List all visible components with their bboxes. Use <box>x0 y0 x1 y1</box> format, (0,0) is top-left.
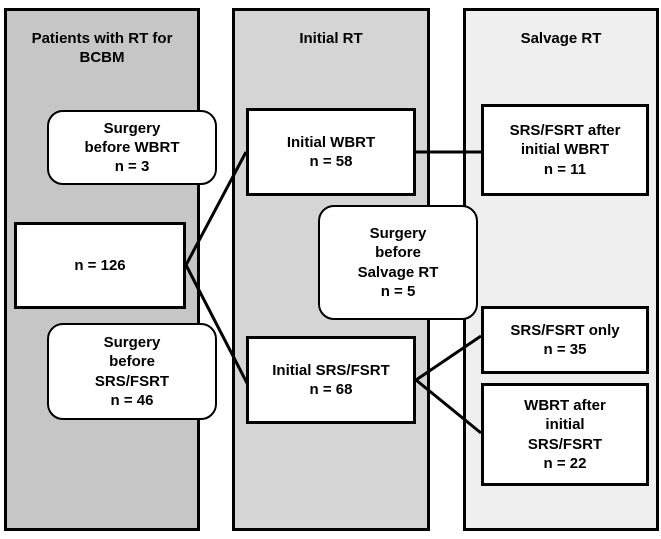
node-initial-wbrt[interactable]: Initial WBRT n = 58 <box>246 108 416 196</box>
node-srs-fsrt-only-text: SRS/FSRT only n = 35 <box>510 321 620 358</box>
node-surgery-before-salvage-rt[interactable]: Surgery before Salvage RT n = 5 <box>318 205 478 320</box>
node-wbrt-after-initial-srs-fsrt-text: WBRT after initial SRS/FSRT n = 22 <box>524 397 606 472</box>
node-srs-fsrt-after-initial-wbrt-text: SRS/FSRT after initial WBRT n = 11 <box>509 122 621 178</box>
node-total-cohort-text: n = 126 <box>74 256 126 274</box>
node-surgery-before-wbrt[interactable]: Surgery before WBRT n = 3 <box>47 110 217 185</box>
node-total-cohort[interactable]: n = 126 <box>14 222 186 309</box>
node-srs-fsrt-only[interactable]: SRS/FSRT only n = 35 <box>481 306 649 374</box>
node-initial-srs-fsrt[interactable]: Initial SRS/FSRT n = 68 <box>246 336 416 424</box>
node-surgery-before-wbrt-text: Surgery before WBRT n = 3 <box>84 119 180 176</box>
node-surgery-before-salvage-rt-text: Surgery before Salvage RT n = 5 <box>357 225 439 300</box>
node-surgery-before-srs-fsrt[interactable]: Surgery before SRS/FSRT n = 46 <box>47 323 217 420</box>
node-srs-fsrt-after-initial-wbrt[interactable]: SRS/FSRT after initial WBRT n = 11 <box>481 104 649 196</box>
node-initial-srs-fsrt-text: Initial SRS/FSRT n = 68 <box>272 361 390 398</box>
node-wbrt-after-initial-srs-fsrt[interactable]: WBRT after initial SRS/FSRT n = 22 <box>481 383 649 486</box>
node-initial-wbrt-text: Initial WBRT n = 58 <box>286 133 376 170</box>
node-surgery-before-srs-fsrt-text: Surgery before SRS/FSRT n = 46 <box>94 334 170 409</box>
